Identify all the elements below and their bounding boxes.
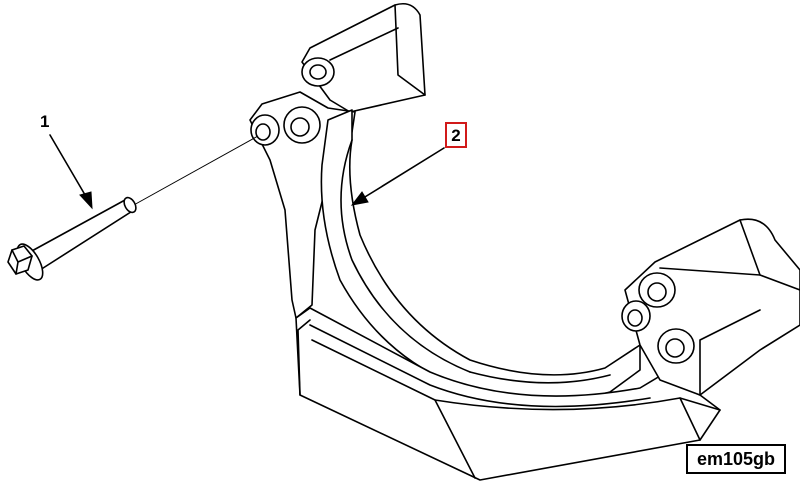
callout-number-bracket: 2	[445, 122, 467, 148]
mounting-bracket	[249, 2, 800, 481]
right-top-bolt-hole	[638, 272, 676, 308]
upper-rear-bolt-hole	[301, 57, 335, 87]
figure-code-label: em105gb	[686, 444, 786, 474]
callout-number-bolt: 1	[40, 112, 50, 131]
flange-bolt	[7, 135, 259, 281]
callout-2-leader-arrow	[350, 147, 445, 206]
bolt-alignment-line	[131, 135, 259, 207]
right-bottom-bolt-hole	[657, 328, 695, 364]
upper-left-bolt-hole	[250, 114, 280, 146]
callout-1-leader-arrow	[49, 134, 93, 210]
upper-center-bolt-hole	[283, 106, 321, 144]
right-middle-bolt-hole	[621, 300, 651, 332]
